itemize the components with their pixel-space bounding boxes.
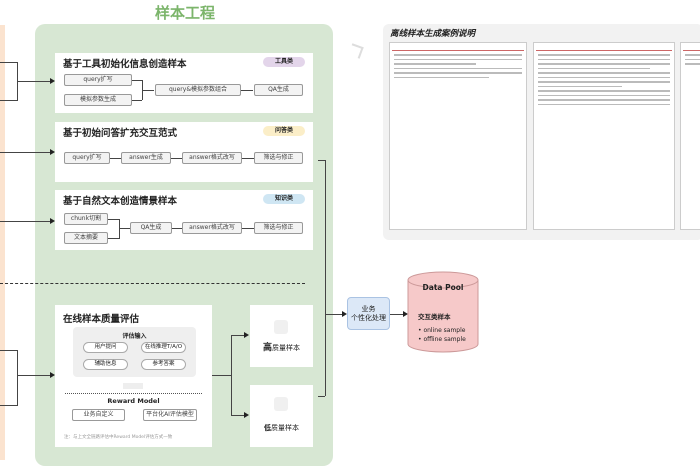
doc-column [680, 42, 700, 230]
low-prefix: 低 [264, 424, 271, 432]
high-quality-box: 高质量样本 [250, 305, 313, 367]
section-qa: 基于初始问答扩充交互范式 问答类 query扩写 answer生成 answer… [55, 122, 313, 182]
thumbs-up-icon [274, 320, 288, 334]
down-arrow-icon [123, 383, 143, 389]
section-title: 基于自然文本创造情景样本 [63, 196, 178, 207]
pool-items: • online sample • offline sample [418, 327, 466, 343]
model-node: 平台化AI评估模型 [143, 409, 197, 421]
section-title: 基于初始问答扩充交互范式 [63, 128, 178, 139]
eval-title: 在线样本质量评估 [63, 314, 140, 325]
data-pool-cylinder [407, 271, 479, 353]
node: 筛选与修正 [254, 152, 303, 164]
node: 模拟参数生成 [64, 94, 132, 106]
eval-note: 注：与上文全链路评估中Reward Model评估方式一致 [64, 435, 173, 440]
high-prefix: 高 [262, 343, 272, 353]
doc-column [533, 42, 675, 230]
offline-sample-doc: 离线样本生成案例说明 [383, 24, 700, 240]
node: QA生成 [130, 222, 172, 234]
node: chunk切割 [64, 213, 108, 225]
node: query扩写 [64, 152, 110, 164]
node: 筛选与修正 [254, 222, 303, 234]
node: query扩写 [64, 74, 132, 86]
reward-model-label: Reward Model [107, 397, 160, 405]
eval-input-label: 评估输入 [122, 333, 147, 340]
left-strip [0, 25, 5, 460]
section-title: 基于工具初始化信息创造样本 [63, 59, 187, 70]
node: answer生成 [121, 152, 171, 164]
pool-subtitle: 交互类样本 [418, 313, 451, 321]
low-label: 质量样本 [271, 424, 299, 432]
input-pill: 在线推理T/A/O [141, 342, 186, 353]
input-pill: 用户提问 [83, 342, 128, 353]
diagram-title: 样本工程 [154, 4, 215, 22]
node: answer格式改写 [182, 152, 242, 164]
curved-arrow-icon [348, 43, 364, 59]
doc-title: 离线样本生成案例说明 [390, 29, 476, 39]
tag-badge: 工具类 [263, 57, 305, 67]
pool-item: offline sample [423, 336, 466, 343]
process-line2: 个性化处理 [351, 314, 386, 322]
input-pill: 参考答案 [141, 359, 186, 370]
section-tool: 基于工具初始化信息创造样本 工具类 query扩写 模拟参数生成 query&模… [55, 53, 313, 113]
input-pill: 辅助信息 [83, 359, 128, 370]
eval-box: 在线样本质量评估 评估输入 用户提问 在线推理T/A/O 辅助信息 参考答案 R… [55, 305, 212, 447]
tag-badge: 知识类 [263, 194, 305, 204]
node: QA生成 [254, 84, 303, 96]
node: answer格式改写 [182, 222, 242, 234]
node: 文本摘要 [64, 232, 108, 244]
low-quality-box: 低质量样本 [250, 385, 313, 447]
pool-title: Data Pool [422, 283, 464, 292]
process-line1: 业务 [361, 305, 376, 313]
divider [0, 283, 305, 284]
high-label: 质量样本 [272, 344, 300, 352]
doc-column [389, 42, 527, 230]
section-knowledge: 基于自然文本创造情景样本 知识类 chunk切割 文本摘要 QA生成 answe… [55, 190, 313, 250]
eval-input-group: 评估输入 用户提问 在线推理T/A/O 辅助信息 参考答案 [73, 327, 196, 377]
tag-badge: 问答类 [263, 126, 305, 136]
node: query&模拟参数组合 [155, 84, 241, 96]
pool-item: online sample [423, 327, 466, 334]
thumbs-down-icon [274, 397, 288, 411]
business-processing-box: 业务个性化处理 [347, 297, 390, 330]
model-node: 业务自定义 [72, 409, 125, 421]
